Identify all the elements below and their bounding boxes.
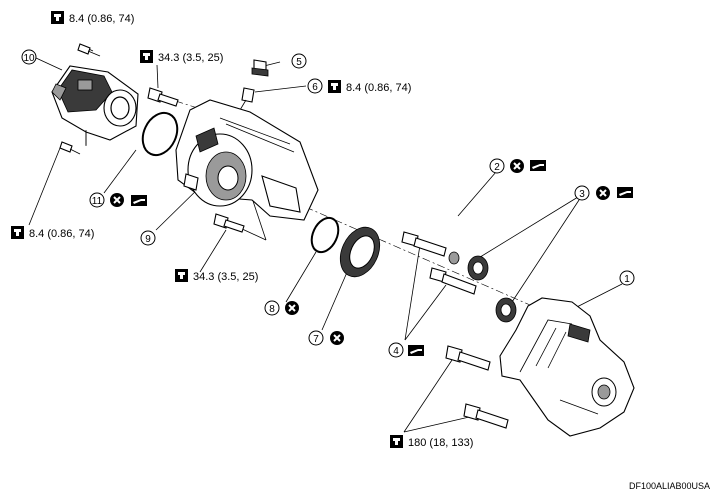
torque-label-bottom: 180 (18, 133) xyxy=(390,435,473,449)
bolt-lower xyxy=(213,213,245,233)
torque-wrench-icon xyxy=(390,435,403,448)
bottom-bolts xyxy=(445,345,509,429)
svg-text:7: 7 xyxy=(313,334,319,345)
bolt-upper xyxy=(147,87,179,107)
boots-part-3 xyxy=(467,255,517,323)
svg-text:9: 9 xyxy=(145,234,151,245)
callout-7: 7 xyxy=(308,330,324,346)
svg-text:8.4 (0.86, 74): 8.4 (0.86, 74) xyxy=(29,228,94,240)
svg-text:6: 6 xyxy=(312,82,318,93)
torque-label-lower-bolt: 34.3 (3.5, 25) xyxy=(175,269,258,283)
bushing-part-2 xyxy=(448,251,460,265)
callout-1: 1 xyxy=(619,270,635,286)
actuator-part-10 xyxy=(51,65,139,146)
svg-text:4: 4 xyxy=(393,346,399,357)
callout-10: 10 xyxy=(21,49,37,65)
callout-2: 2 xyxy=(489,158,505,174)
torque-label-top-left: 8.4 (0.86, 74) xyxy=(51,11,134,25)
callout-3: 3 xyxy=(574,185,590,201)
o-ring-part-11 xyxy=(141,111,179,157)
svg-text:8.4 (0.86, 74): 8.4 (0.86, 74) xyxy=(69,13,134,25)
apply-fluid-icon xyxy=(131,195,147,206)
svg-text:2: 2 xyxy=(494,162,500,173)
do-not-reuse-icon xyxy=(509,158,525,174)
svg-text:180 (18, 133): 180 (18, 133) xyxy=(408,437,473,449)
torque-wrench-icon xyxy=(140,50,153,63)
piston-seal-part-7 xyxy=(339,226,381,278)
bleeder-part-6 xyxy=(239,87,255,111)
torque-wrench-icon xyxy=(175,269,188,282)
callout-11: 11 xyxy=(89,192,105,208)
svg-text:34.3 (3.5, 25): 34.3 (3.5, 25) xyxy=(193,271,258,283)
callout-8: 8 xyxy=(264,300,280,316)
svg-text:34.3 (3.5, 25): 34.3 (3.5, 25) xyxy=(158,52,223,64)
screws-part-10 xyxy=(59,43,101,155)
svg-text:10: 10 xyxy=(23,53,35,64)
apply-fluid-icon xyxy=(408,345,424,356)
apply-fluid-icon xyxy=(530,160,546,171)
torque-label-left-mid: 8.4 (0.86, 74) xyxy=(11,226,94,240)
svg-text:8.4 (0.86, 74): 8.4 (0.86, 74) xyxy=(346,82,411,94)
callout-4: 4 xyxy=(388,342,404,358)
svg-text:11: 11 xyxy=(92,196,103,207)
svg-text:1: 1 xyxy=(624,274,630,285)
do-not-reuse-icon xyxy=(329,330,345,346)
do-not-reuse-icon xyxy=(595,185,611,201)
svg-text:3: 3 xyxy=(579,189,585,200)
torque-wrench-icon xyxy=(11,226,24,239)
slide-pins-part-4 xyxy=(401,231,477,295)
svg-text:8: 8 xyxy=(269,304,275,315)
callout-6: 6 xyxy=(307,78,323,94)
apply-fluid-icon xyxy=(617,187,633,198)
callout-9: 9 xyxy=(140,230,156,246)
do-not-reuse-icon xyxy=(109,192,125,208)
do-not-reuse-icon xyxy=(284,300,300,316)
cap-part-5 xyxy=(251,59,269,77)
bracket-part-1 xyxy=(499,297,635,437)
figure-code: DF100ALIAB00USA xyxy=(629,481,710,491)
torque-wrench-icon xyxy=(51,11,64,24)
torque-wrench-icon xyxy=(328,80,341,93)
torque-label-part-6: 8.4 (0.86, 74) xyxy=(328,80,411,94)
svg-text:5: 5 xyxy=(296,57,302,68)
callout-5: 5 xyxy=(291,53,307,69)
torque-label-upper-bolt: 34.3 (3.5, 25) xyxy=(140,50,223,64)
o-ring-part-8 xyxy=(310,216,340,254)
caliper-body-part-9 xyxy=(175,99,319,221)
